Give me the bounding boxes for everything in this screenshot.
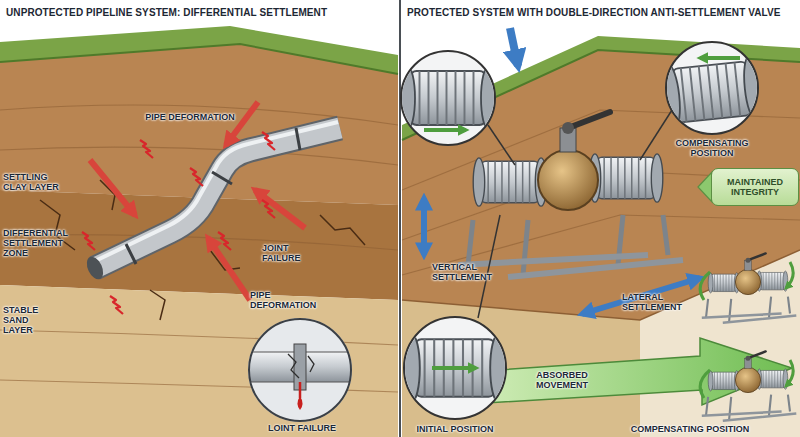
position-label: INITIAL POSITION [405, 424, 505, 434]
layer-label: DIFFERENTIAL SETTLEMENT ZONE [3, 228, 83, 258]
position-label: COMPENSATING POSITION [660, 138, 764, 158]
leader-lines [478, 215, 500, 318]
callout-label: PIPE DEFORMATION [250, 290, 330, 310]
bellows-callout [700, 56, 740, 60]
vertical-arrow [421, 198, 427, 255]
stress-arrows [82, 232, 95, 250]
valve-thumbnail [700, 262, 793, 300]
bellows-callout [432, 366, 476, 370]
panel-region: PROTECTED SYSTEM WITH DOUBLE-DIRECTION A… [401, 0, 800, 437]
valve-thumbnail [702, 351, 797, 420]
panel-heading: PROTECTED SYSTEM WITH DOUBLE-DIRECTION A… [407, 7, 796, 19]
stress-arrows [218, 232, 231, 250]
callout-label: JOINT FAILURE [262, 243, 320, 263]
stress-arrows [82, 102, 305, 314]
soil-block [640, 250, 800, 437]
stress-arrows [140, 140, 153, 158]
movement-label: ABSORBED MOVEMENT [520, 370, 604, 390]
node-text: MAINTAINED INTEGRITY [716, 177, 794, 198]
status-box: MAINTAINED INTEGRITY [711, 168, 799, 206]
valve-thumbnail [700, 253, 796, 322]
bellows-callout [401, 51, 495, 145]
stress-arrows [255, 190, 305, 228]
layer-label: STABLE SAND LAYER [3, 305, 58, 335]
node-text: LOINT FAILURE [210, 424, 394, 434]
movement-label: LATERAL SETTLEMENT [622, 292, 700, 312]
bellows-callout [400, 67, 496, 130]
panel-heading: UNPROTECTED PIPELINE SYSTEM: DIFFERENTIA… [6, 7, 395, 19]
soil-block [0, 285, 398, 437]
panel-divider [399, 0, 401, 437]
stress-arrows [226, 102, 258, 145]
deformed-pipe [84, 122, 340, 282]
stress-arrows [110, 296, 123, 314]
leader-lines [640, 110, 672, 160]
valve-thumbnail [700, 351, 796, 420]
callout-label: PIPE DEFORMATION [130, 112, 250, 122]
lateral-arrow [582, 278, 700, 314]
bellows-callout [400, 67, 496, 130]
bellows-callout [404, 317, 506, 419]
inset-circle: LOINT FAILURE [248, 318, 352, 422]
soil-block [0, 44, 398, 74]
bellows-callout [661, 56, 763, 129]
stress-arrows [262, 200, 275, 218]
bellows-callout [661, 56, 763, 129]
leader-lines [478, 110, 672, 318]
bellows-callout [424, 128, 466, 132]
joint-inset [245, 318, 355, 422]
deformed-pipe [93, 122, 338, 262]
load-arrow [510, 28, 518, 66]
joint-inset [288, 354, 314, 378]
joint-inset [299, 382, 302, 398]
joint-inset [245, 344, 355, 410]
movement-label: VERTICAL SETTLEMENT [432, 262, 502, 282]
integrity-arrow-tip [698, 172, 712, 202]
stress-arrows [90, 160, 135, 215]
stress-arrows [190, 168, 203, 186]
soil-block [0, 26, 398, 74]
bellows-callout [404, 317, 506, 419]
valve-thumbnail [700, 360, 793, 398]
bellows-callout [404, 334, 506, 401]
valve-thumbnail [702, 253, 797, 322]
bellows-callout [661, 42, 763, 134]
stress-arrows [262, 132, 275, 150]
leader-lines [488, 125, 515, 165]
panel-region: UNPROTECTED PIPELINE SYSTEM: DIFFERENTIA… [0, 0, 399, 437]
position-label: COMPENSATING POSITION [625, 424, 755, 434]
bellows-callout [400, 51, 496, 145]
bellows-callout [404, 334, 506, 401]
joint-inset [298, 396, 303, 410]
soil-block [0, 26, 398, 437]
layer-label: SETTLING CLAY LAYER [3, 172, 65, 192]
deformed-pipe [84, 254, 107, 282]
